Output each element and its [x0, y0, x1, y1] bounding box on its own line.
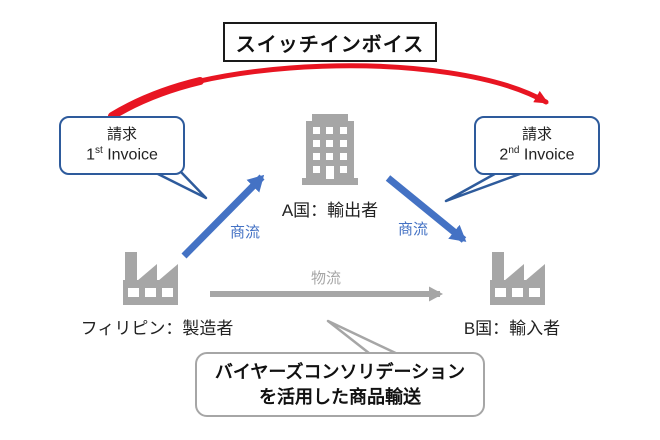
second-invoice-label-jp: 請求: [521, 125, 552, 143]
logistics-flow-label: 物流: [311, 270, 342, 287]
factory-icon-manufacturer: [123, 252, 178, 305]
second-invoice-word: Invoice: [519, 146, 575, 164]
manufacturer-label: フィリピン：製造者: [80, 319, 234, 338]
second-invoice-bubble: 請求 2nd Invoice: [474, 116, 600, 175]
first-invoice-bubble: 請求 1st Invoice: [59, 116, 185, 175]
second-invoice-number: 2: [499, 146, 509, 164]
exporter-label: A国：輸出者: [281, 201, 379, 220]
switch-invoice-red-arrow: [108, 63, 549, 120]
second-invoice-bubble-tail: [444, 169, 530, 203]
first-invoice-ordinal: st: [94, 144, 103, 156]
importer-label: B国：輸入者: [463, 319, 561, 338]
commercial-flow-label-left: 商流: [230, 224, 261, 241]
buyers-consolidation-bubble: バイヤーズコンソリデーション を活用した商品輸送: [195, 352, 485, 417]
first-invoice-label-en: 1st Invoice: [86, 145, 158, 165]
title-box: スイッチインボイス: [223, 22, 437, 62]
factory-icon-importer: [490, 252, 545, 305]
first-invoice-number: 1: [86, 146, 95, 164]
buyers-consolidation-line1: バイヤーズコンソリデーション: [214, 362, 466, 383]
first-invoice-word: Invoice: [102, 146, 158, 164]
commercial-flow-arrow-right: [385, 175, 467, 243]
buyers-consolidation-line2: を活用した商品輸送: [259, 386, 421, 407]
second-invoice-ordinal: nd: [508, 144, 520, 156]
commercial-flow-arrow-left: [181, 174, 265, 259]
page-title: スイッチインボイス: [235, 33, 425, 56]
commercial-flow-label-right: 商流: [398, 221, 429, 238]
second-invoice-label-en: 2nd Invoice: [499, 145, 574, 165]
first-invoice-bubble-tail: [150, 169, 208, 200]
building-icon: [302, 114, 358, 185]
first-invoice-label-jp: 請求: [106, 125, 137, 143]
